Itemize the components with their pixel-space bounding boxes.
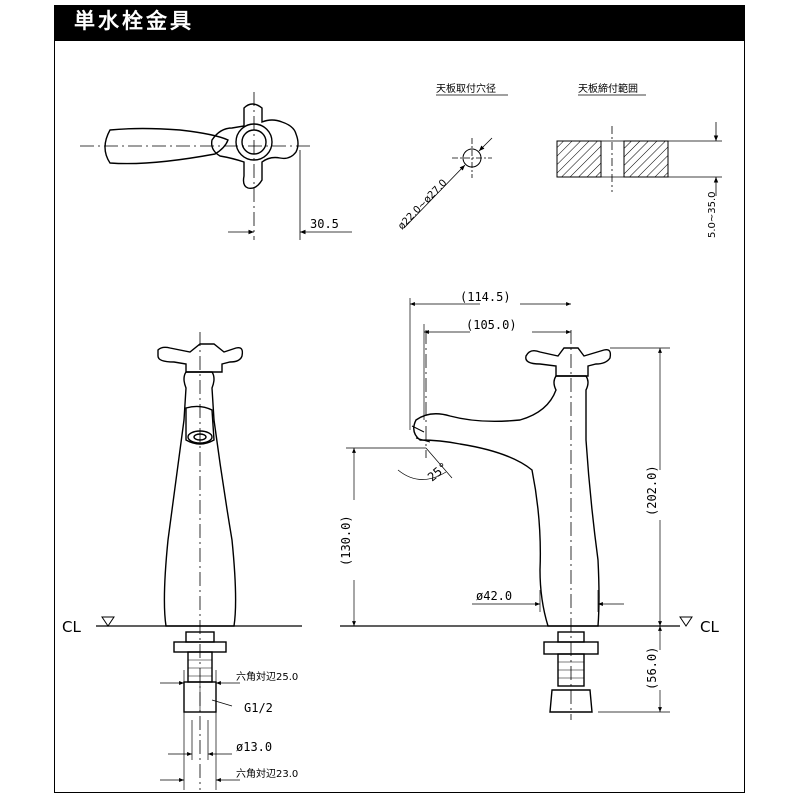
height-total-label: (202.0) (645, 465, 659, 516)
reach-total-label: (114.5) (460, 290, 511, 304)
bottom-diameter-label: ø13.0 (236, 740, 272, 754)
hex-top-label: 六角対辺25.0 (236, 670, 298, 683)
drawing-frame (54, 5, 745, 793)
handle-cross-outline (210, 103, 299, 190)
hole-view (403, 94, 508, 229)
reach-spout-label: (105.0) (466, 318, 517, 332)
side-cl-label: CL (700, 618, 719, 636)
spout-height-label: (130.0) (339, 515, 353, 566)
hole-view-title: 天板取付穴径 (436, 82, 496, 95)
hole-diameter-label: ø22.0~ø27.0 (396, 178, 449, 233)
handle-lever-outline (104, 127, 229, 165)
front-outlet-outline (185, 405, 215, 445)
clamp-range-label: 5.0~35.0 (707, 191, 718, 238)
thread-label: G1/2 (244, 701, 273, 715)
side-body-outline (413, 375, 600, 627)
front-cl-label: CL (62, 618, 81, 636)
base-diameter-label: ø42.0 (476, 589, 512, 603)
angle-label: 25° (425, 460, 451, 485)
shank-length-label: (56.0) (645, 647, 659, 690)
drawing-title: 単水栓金具 (74, 8, 194, 33)
hex-bottom-label: 六角対辺23.0 (236, 767, 298, 780)
front-handle-outline (157, 343, 244, 373)
front-view (96, 332, 302, 790)
clamp-view-title: 天板締付範囲 (578, 82, 638, 95)
title-bar (54, 5, 745, 41)
side-handle-outline (525, 347, 612, 377)
top-view-dimension: 30.5 (310, 217, 339, 231)
clamp-view (556, 94, 722, 196)
top-view (80, 92, 352, 240)
side-view (340, 298, 693, 720)
